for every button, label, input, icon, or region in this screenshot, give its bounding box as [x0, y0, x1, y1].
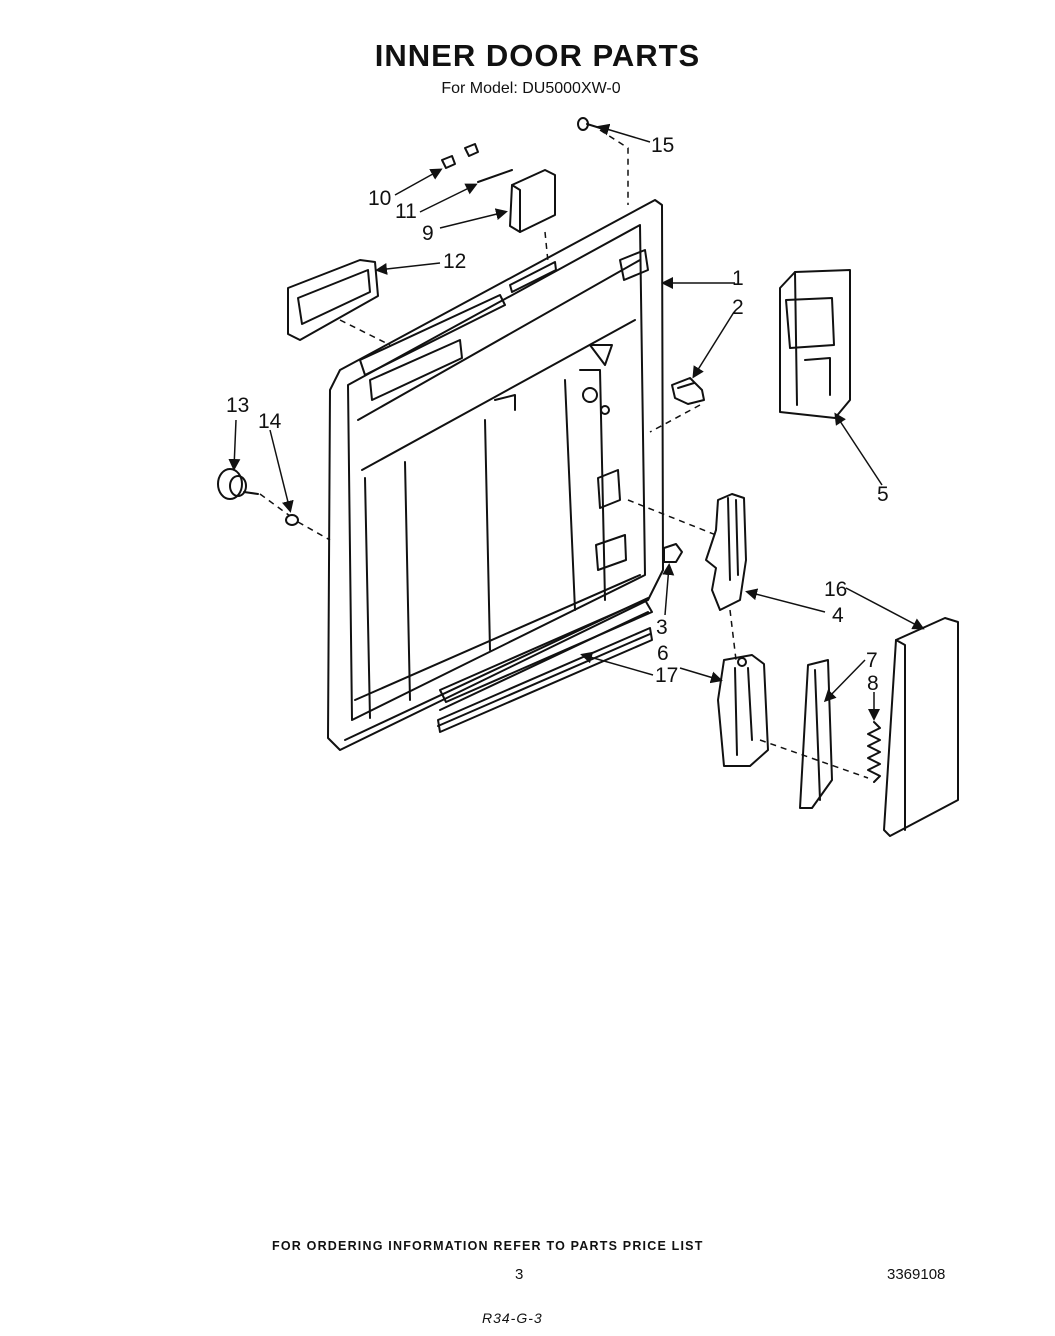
callout-5: 5 [877, 483, 889, 506]
part-14-washer [285, 514, 299, 526]
callout-11: 11 [395, 200, 417, 223]
callout-2: 2 [732, 296, 744, 319]
part-17-strip [437, 627, 653, 733]
callout-1: 1 [732, 267, 744, 290]
model-subtitle: For Model: DU5000XW-0 [441, 80, 621, 97]
callout-17: 17 [655, 664, 678, 687]
part-13-knob [217, 468, 259, 500]
callout-9: 9 [422, 222, 434, 245]
handwritten-code: R34-G-3 [482, 1310, 543, 1326]
callout-15: 15 [651, 134, 674, 157]
inner-door-panel [327, 199, 664, 751]
callout-13: 13 [226, 394, 249, 417]
callout-4: 4 [832, 604, 844, 627]
callout-16: 16 [824, 578, 847, 601]
part-6-latch-body [717, 654, 769, 767]
callout-labels: 1 2 3 4 5 6 7 8 9 10 11 12 13 14 15 16 1… [226, 134, 889, 695]
part-7-strike [799, 659, 833, 809]
part-3-catch [663, 543, 683, 563]
part-5-switch-housing [779, 269, 851, 419]
page-number: 3 [515, 1266, 524, 1283]
part-12-handle [287, 259, 379, 341]
page-title: INNER DOOR PARTS [374, 38, 701, 73]
callout-3: 3 [656, 616, 668, 639]
document-number: 3369108 [887, 1266, 946, 1283]
callout-12: 12 [443, 250, 466, 273]
part-9-cover [509, 169, 556, 233]
callout-14: 14 [258, 410, 282, 433]
part-15-bolt [577, 117, 601, 131]
part-10-screws [441, 143, 479, 169]
part-8-spring [867, 721, 881, 783]
callout-7: 7 [866, 649, 878, 672]
part-4-latch [705, 493, 747, 611]
callout-8: 8 [867, 672, 879, 695]
part-16-side-panel [883, 617, 959, 837]
ordering-note: FOR ORDERING INFORMATION REFER TO PARTS … [272, 1239, 704, 1253]
part-2-clip [671, 377, 705, 405]
callout-6: 6 [657, 642, 669, 665]
part-11-pin [477, 169, 513, 183]
callout-10: 10 [368, 187, 391, 210]
